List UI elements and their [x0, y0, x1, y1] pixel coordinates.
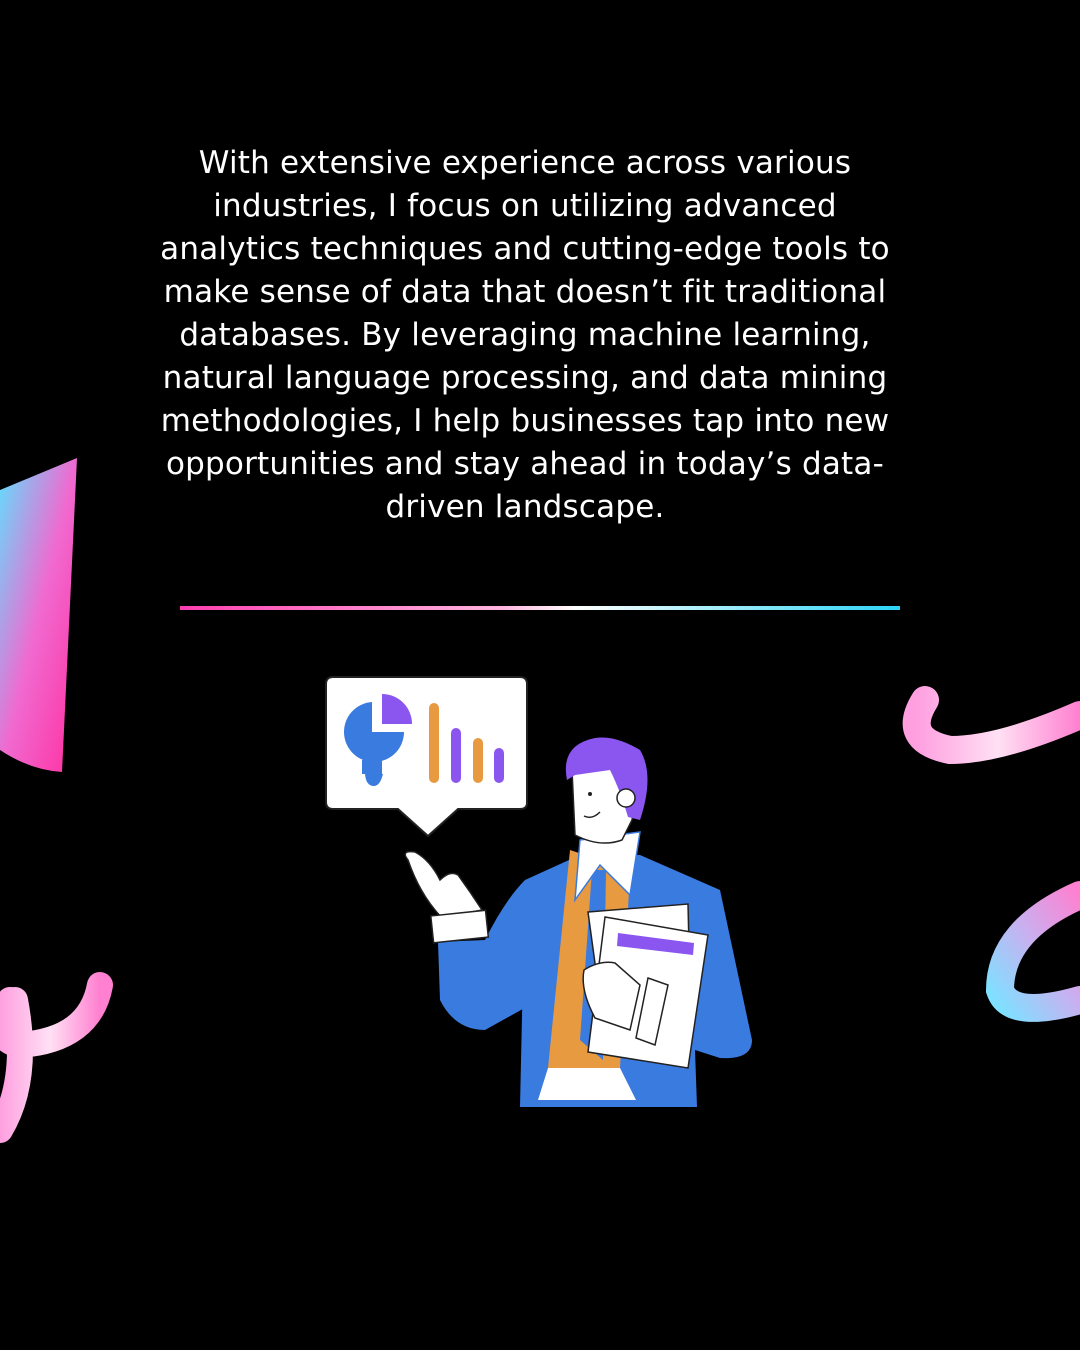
- shirt-bottom: [538, 1068, 636, 1100]
- paragraph-line: analytics techniques and cutting-edge to…: [160, 231, 890, 267]
- paragraph-line: With extensive experience across various: [198, 145, 852, 181]
- paragraph-line: databases. By leveraging machine learnin…: [179, 317, 871, 353]
- lightbulb-pie-chart-icon: [344, 694, 412, 786]
- paragraph-line: opportunities and stay ahead in today’s …: [166, 446, 884, 482]
- left-arm: [438, 880, 530, 1030]
- document-title-bar: [617, 933, 694, 955]
- cuff-right: [635, 977, 669, 1047]
- businessman-illustration: [325, 676, 752, 1107]
- paragraph-line: make sense of data that doesn’t fit trad…: [163, 274, 887, 310]
- collar: [574, 831, 641, 903]
- ribbon-shape-right-top: [902, 686, 1080, 765]
- bar-chart-icon: [429, 703, 504, 783]
- ribbon-shape-right-bottom: [985, 881, 1080, 1022]
- shard-shape-left: [0, 458, 77, 772]
- ribbon-shape-left-bottom: [0, 972, 113, 1143]
- cuff: [429, 909, 490, 944]
- gradient-divider: [180, 606, 900, 610]
- paragraph-line: driven landscape.: [385, 489, 665, 525]
- hand-raised: [404, 850, 484, 919]
- intro-paragraph: With extensive experience across various…: [120, 142, 930, 529]
- paragraph-line: industries, I focus on utilizing advance…: [213, 188, 837, 224]
- speech-bubble: [325, 676, 528, 838]
- hand-holding: [582, 961, 641, 1031]
- paragraph-line: natural language processing, and data mi…: [162, 360, 888, 396]
- paragraph-line: methodologies, I help businesses tap int…: [160, 403, 890, 439]
